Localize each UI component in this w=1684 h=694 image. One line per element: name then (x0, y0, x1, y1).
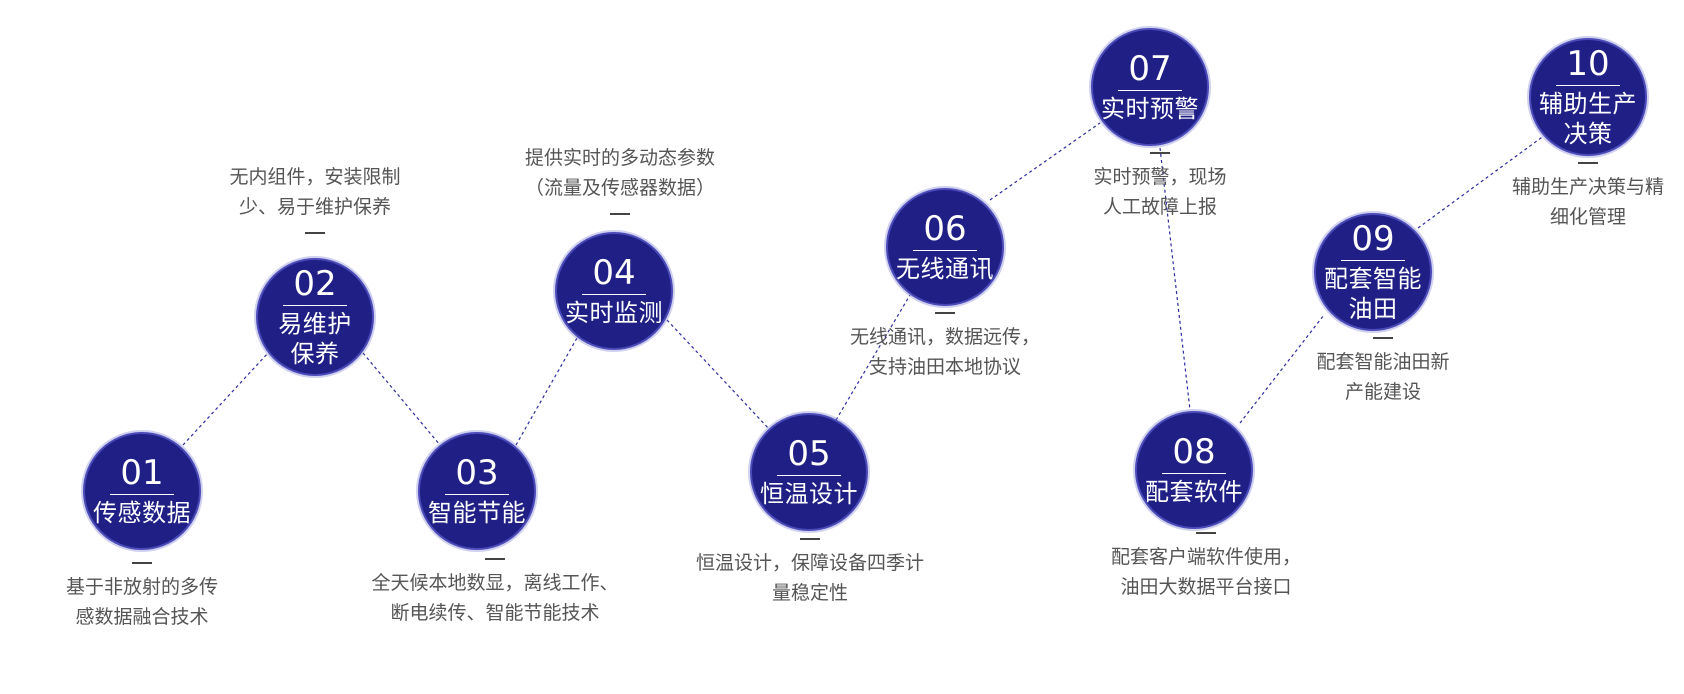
node-10-circle: 10 辅助生产 决策 (1529, 38, 1647, 156)
node-10-title-line1: 辅助生产 (1539, 90, 1637, 118)
node-07-dash (1150, 152, 1170, 154)
connector-01-02 (182, 352, 269, 446)
connector-06-07 (989, 122, 1101, 201)
node-08-description: 配套客户端软件使用， 油田大数据平台接口 (1076, 532, 1336, 602)
node-09-dash (1373, 337, 1393, 339)
node-03-number: 03 (445, 454, 509, 495)
node-05-description: 恒温设计，保障设备四季计 量稳定性 (675, 538, 945, 608)
node-07-circle: 07 实时预警 (1091, 28, 1209, 146)
connector-07-08 (1159, 147, 1191, 411)
connector-09-10 (1417, 134, 1546, 229)
node-03-description: 全天候本地数显，离线工作、 断电续传、智能节能技术 (345, 558, 645, 628)
node-06-desc-line2: 支持油田本地协议 (868, 356, 1021, 378)
node-07-desc-line2: 人工故障上报 (1102, 196, 1217, 218)
node-08-circle: 08 配套软件 (1135, 411, 1253, 529)
node-04-circle: 04 实时监测 (555, 232, 673, 350)
node-02-description: 无内组件，安装限制 少、易于维护保养 (195, 162, 435, 234)
node-07-description: 实时预警，现场 人工故障上报 (1040, 152, 1280, 222)
node-06-dash (935, 312, 955, 314)
connector-08-09 (1239, 314, 1325, 424)
node-10-dash (1578, 162, 1598, 164)
node-04-number: 04 (582, 254, 646, 295)
node-06-number: 06 (913, 210, 977, 251)
node-03-desc-line2: 断电续传、智能节能技术 (390, 602, 600, 624)
node-01-desc-line2: 感数据融合技术 (75, 606, 209, 628)
node-10-title: 辅助生产 决策 (1539, 89, 1637, 149)
node-09-description: 配套智能油田新 产能建设 (1263, 337, 1503, 407)
node-08-dash (1196, 532, 1216, 534)
node-03-dash (485, 558, 505, 560)
node-06-circle: 06 无线通讯 (886, 188, 1004, 306)
node-02-circle: 02 易维护 保养 (256, 258, 374, 376)
node-10-number: 10 (1556, 45, 1620, 86)
node-02-number: 02 (283, 265, 347, 306)
node-10-desc-line1: 辅助生产决策与精 (1511, 176, 1664, 198)
node-07-desc-line1: 实时预警，现场 (1093, 166, 1227, 188)
node-05-desc-line2: 量稳定性 (771, 582, 848, 604)
node-09-circle: 09 配套智能 油田 (1314, 213, 1432, 331)
node-06-desc-line1: 无线通讯，数据远传， (849, 326, 1040, 348)
node-08-title: 配套软件 (1145, 478, 1243, 506)
node-02-dash (305, 232, 325, 234)
node-03-title: 智能节能 (428, 499, 526, 527)
node-09-number: 09 (1341, 220, 1405, 261)
node-08-desc-line2: 油田大数据平台接口 (1120, 576, 1292, 598)
node-05-number: 05 (777, 435, 841, 476)
node-10-desc-line2: 细化管理 (1549, 206, 1626, 228)
connector-02-03 (362, 352, 441, 446)
node-06-description: 无线通讯，数据远传， 支持油田本地协议 (825, 312, 1065, 382)
node-03-circle: 03 智能节能 (418, 432, 536, 550)
connector-05-06 (835, 294, 911, 421)
node-01-desc-line1: 基于非放射的多传 (65, 576, 218, 598)
node-04-desc-line2: （流量及传感器数据） (524, 177, 715, 199)
node-04-desc-line1: 提供实时的多动态参数 (524, 147, 715, 169)
node-07-number: 07 (1118, 50, 1182, 91)
node-09-title: 配套智能 油田 (1324, 264, 1422, 324)
node-09-desc-line2: 产能建设 (1344, 381, 1421, 403)
node-02-desc-line2: 少、易于维护保养 (238, 196, 391, 218)
node-04-dash (610, 213, 630, 215)
node-03-desc-line1: 全天候本地数显，离线工作、 (371, 572, 619, 594)
node-02-title-line2: 保养 (290, 340, 340, 368)
node-09-title-line1: 配套智能 (1324, 265, 1422, 293)
node-09-desc-line1: 配套智能油田新 (1316, 351, 1450, 373)
node-08-number: 08 (1162, 433, 1226, 474)
node-05-dash (800, 538, 820, 540)
connector-03-04 (515, 337, 578, 446)
node-02-desc-line1: 无内组件，安装限制 (229, 166, 401, 188)
node-01-dash (132, 562, 152, 564)
node-05-circle: 05 恒温设计 (750, 413, 868, 531)
node-02-title-line1: 易维护 (278, 310, 352, 338)
node-09-title-line2: 油田 (1348, 295, 1398, 323)
node-04-title: 实时监测 (565, 299, 663, 327)
node-10-title-line2: 决策 (1563, 120, 1613, 148)
node-02-title: 易维护 保养 (278, 309, 352, 369)
node-08-desc-line1: 配套客户端软件使用， (1110, 546, 1301, 568)
node-05-title: 恒温设计 (760, 480, 858, 508)
node-01-title: 传感数据 (93, 499, 191, 527)
node-01-description: 基于非放射的多传 感数据融合技术 (22, 562, 262, 632)
connector-04-05 (666, 319, 771, 431)
node-07-title: 实时预警 (1101, 95, 1199, 123)
node-04-description: 提供实时的多动态参数 （流量及传感器数据） (490, 143, 750, 215)
node-01-circle: 01 传感数据 (83, 432, 201, 550)
node-01-number: 01 (110, 454, 174, 495)
node-10-description: 辅助生产决策与精 细化管理 (1468, 162, 1684, 232)
node-06-title: 无线通讯 (896, 255, 994, 283)
node-05-desc-line1: 恒温设计，保障设备四季计 (695, 552, 924, 574)
